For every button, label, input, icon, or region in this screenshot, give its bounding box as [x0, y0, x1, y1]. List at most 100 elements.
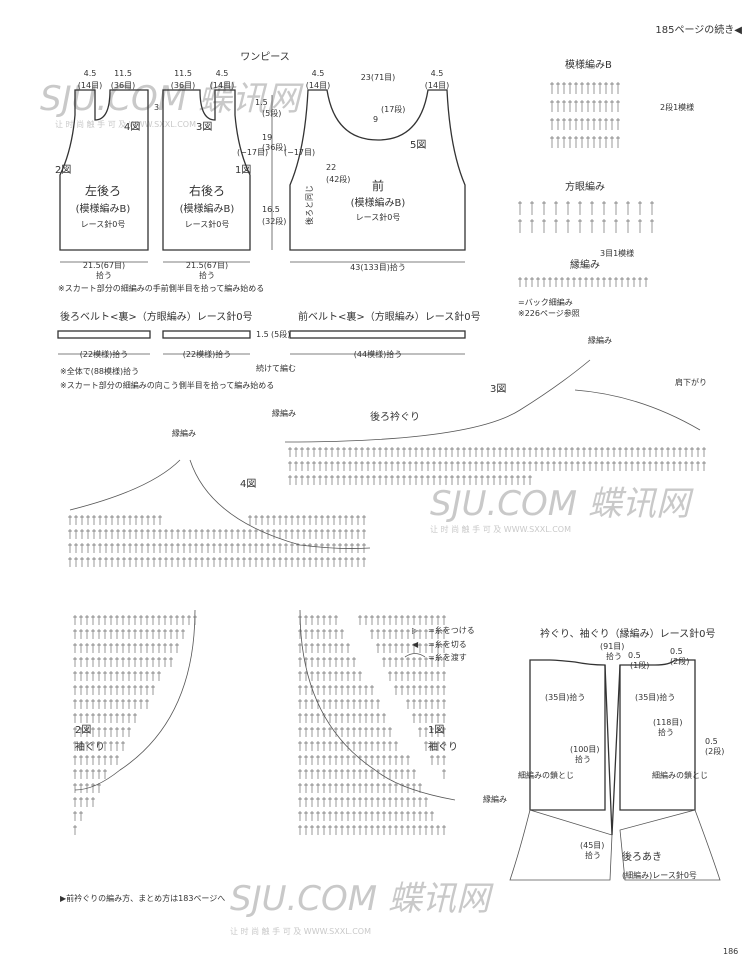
- fig4-neck-curve: [189, 459, 371, 549]
- fig4-label: 4図: [240, 478, 256, 490]
- dim-a: 4.5: [84, 69, 97, 78]
- page-number: 186: [723, 947, 738, 956]
- neck-w3b: (2段): [705, 746, 724, 756]
- fig2-marker: 2図: [55, 164, 71, 176]
- watermark-mid: SJU.COM 蝶讯网 让 时 尚 触 手 可 及 WWW.SXXL.COM: [430, 484, 694, 534]
- neck-right-panel: [619, 659, 696, 811]
- mesh-rep: 3目1模様: [600, 248, 634, 258]
- join-right: 細編みの鎖とじ: [652, 770, 708, 780]
- svg-text:▷: ▷: [412, 626, 419, 635]
- legend: ▷ =糸をつける ◀ =糸を切る =糸を渡す: [404, 625, 475, 662]
- fig5-marker: 5図: [410, 139, 426, 151]
- dim-a-front-l: 4.5: [312, 69, 325, 78]
- dim-f-st: (36段): [262, 142, 286, 152]
- front-belt-title: 前ベルト<裏>（方眼編み）レース針0号: [298, 310, 481, 323]
- front-outline: [289, 89, 466, 251]
- dim-a-st-front-r: (14目): [425, 81, 449, 90]
- footer-note: ▶前衿ぐりの編み方、まとめ方は183ページへ: [60, 893, 225, 903]
- dim-b: 11.5: [114, 69, 132, 78]
- left-back-pattern: (模様編みB): [76, 202, 131, 215]
- dim-a-st: (14目): [78, 81, 102, 90]
- front-width: 43(133目)拾う: [350, 262, 406, 272]
- watermark-top: SJU.COM 蝶讯网 让 时 尚 触 手 可 及 WWW.SXXL.COM: [40, 79, 304, 129]
- watermark-bottom: SJU.COM 蝶讯网 让 时 尚 触 手 可 及 WWW.SXXL.COM: [230, 879, 494, 936]
- skirt-left: [509, 809, 613, 881]
- edging-label-c: 縁編み: [172, 428, 196, 438]
- fig1-armhole-curve: [299, 609, 456, 801]
- neck-c5: (45目): [580, 841, 604, 850]
- neck-c1b: 拾う: [606, 651, 622, 661]
- fig3-label: 3図: [490, 383, 506, 395]
- neck-c1: (91目): [600, 642, 624, 651]
- edging-note2: ※226ページ参照: [518, 308, 580, 318]
- left-back-outline: [59, 89, 149, 251]
- dim-a-st-front-l: (14目): [306, 81, 330, 90]
- right-back-pick: 拾う: [199, 270, 215, 280]
- neck-w3: 0.5: [705, 737, 718, 746]
- edging-swatch: 縁編み =バック細編み ※226ページ参照: [518, 258, 648, 318]
- right-back-hook: レース針0号: [185, 219, 230, 229]
- armhole-label-1: 袖ぐり: [428, 740, 458, 753]
- left-back-width: 21.5(67目): [83, 261, 125, 270]
- left-back-name: 左後ろ: [85, 183, 121, 198]
- right-back-width: 21.5(67目): [186, 261, 228, 270]
- front-hook: レース針0号: [356, 212, 401, 222]
- svg-text:◀: ◀: [412, 640, 419, 649]
- fig3-shoulder-curve: [574, 389, 701, 431]
- legend-attach: =糸をつける: [428, 625, 475, 635]
- edging-title: 縁編み: [570, 258, 600, 271]
- fig2-label: 2図: [75, 724, 91, 736]
- legend-pass: =糸を渡す: [428, 652, 467, 662]
- fig3-curve: [284, 359, 591, 443]
- pattern-b-title: 模様編みB: [565, 58, 612, 71]
- right-back-outline: [162, 89, 251, 251]
- right-back-name: 右後ろ: [189, 183, 225, 198]
- left-back-piece: 4図 2図 左後ろ (模様編みB) レース針0号 21.5(67目) 拾う 4.…: [55, 69, 149, 280]
- back-belt-title: 後ろベルト<裏>（方眼編み）レース針0号: [60, 310, 253, 323]
- dim-b-st: (36目): [111, 81, 135, 90]
- fig2-armhole-curve: [74, 609, 196, 791]
- neck-title: 衿ぐり、袖ぐり（縁編み）レース針0号: [540, 627, 715, 640]
- fig3-marker: 3図: [196, 121, 212, 133]
- dim-b-st-right: (36目): [171, 81, 195, 90]
- edging-label-b: 縁編み: [588, 335, 612, 345]
- chart-fig2: 2図 袖ぐり: [73, 609, 197, 835]
- neck-c3: (118目): [653, 718, 683, 727]
- neck-c2-r: (35目)拾う: [635, 692, 675, 702]
- front-piece: 5図 前 (模様編みB) レース針0号 43(133目)拾う 後ろと同じ 4.5…: [289, 69, 466, 272]
- edging-note1: =バック細編み: [518, 297, 573, 307]
- mesh-swatch: 方眼編み 3目1模様: [518, 180, 654, 258]
- shoulder-label: 肩下がり: [675, 377, 707, 387]
- fig1-marker: 1図: [235, 164, 251, 176]
- back-belt-count-r: (22模様)拾う: [183, 349, 231, 359]
- dim-a-front-r: 4.5: [431, 69, 444, 78]
- legend-cut: =糸を切る: [428, 639, 467, 649]
- neck-w2: 0.5: [670, 647, 683, 656]
- pattern-b-rep: 2段1模様: [660, 102, 694, 112]
- dim-dec-left: (−17目): [237, 148, 268, 157]
- watermark-url: 让 时 尚 触 手 可 及 WWW.SXXL.COM: [430, 524, 571, 534]
- neck-w2b: (2段): [670, 656, 689, 666]
- dress-title: ワンピース: [240, 51, 290, 63]
- neck-c3b: 拾う: [658, 727, 674, 737]
- pattern-b-swatch: 模様編みB 2段1模様: [550, 58, 694, 148]
- front-side-note: 後ろと同じ: [304, 185, 314, 225]
- placket-title: 後ろあき: [622, 850, 662, 863]
- front-pattern: (模様編みB): [351, 196, 406, 209]
- belt-note2: ※スカート部分の細編みの向こう側半目を拾って編み始める: [60, 380, 274, 390]
- chart-fig1: 1図 袖ぐり 縁編み: [298, 609, 507, 835]
- neck-c2: (35目)拾う: [545, 692, 585, 702]
- skirt-right: [619, 809, 721, 881]
- fig1-label: 1図: [428, 724, 444, 736]
- belt-join: 続けて編む: [256, 363, 296, 373]
- right-back-piece: 3図 1図 右後ろ (模様編みB) レース針0号 21.5(67目) 拾う 11…: [154, 69, 315, 280]
- watermark-logo: SJU.COM 蝶讯网: [40, 79, 304, 119]
- continued-note: 185ページの続き◀: [655, 23, 742, 36]
- left-back-hook: レース針0号: [81, 219, 126, 229]
- dim-g: 22: [326, 163, 336, 172]
- dim-g-st: (42段): [326, 174, 350, 184]
- back-belt-count-l: (22模様)拾う: [80, 349, 128, 359]
- fig4-shoulder-curve: [69, 459, 181, 511]
- armhole-label-2: 袖ぐり: [75, 740, 105, 753]
